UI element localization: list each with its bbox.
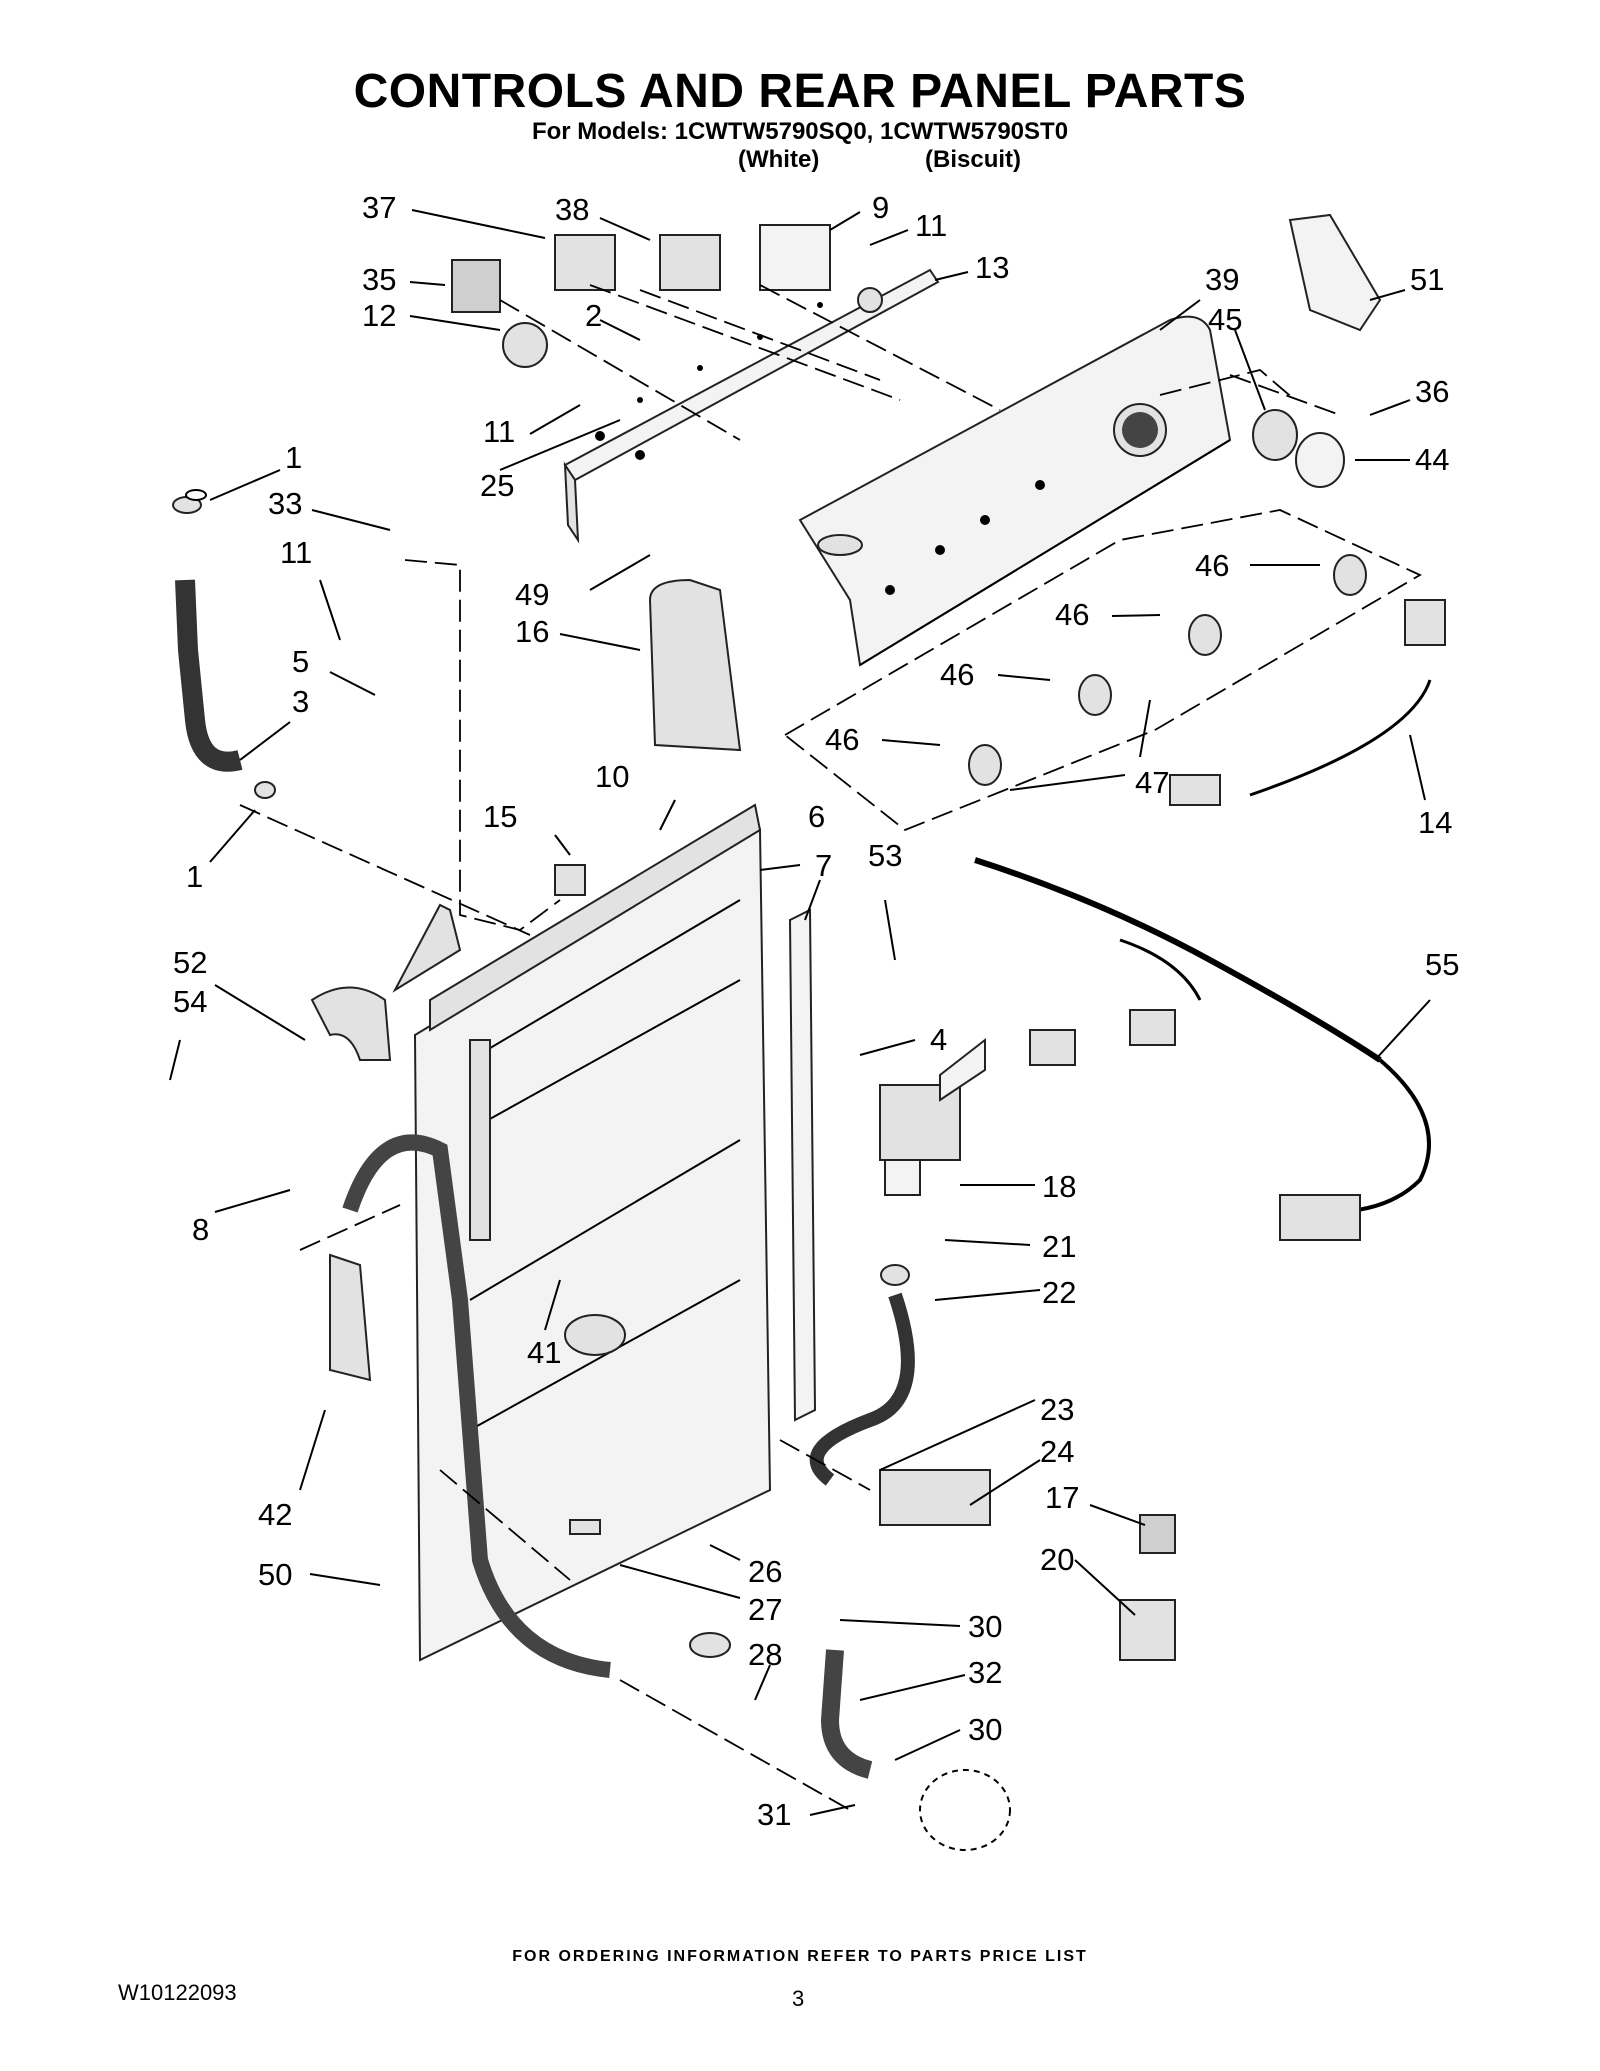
callout-13: 13 (975, 250, 1009, 285)
wiring-harness-part (974, 599, 1446, 1241)
callout-8: 8 (192, 1212, 209, 1247)
ordering-note: FOR ORDERING INFORMATION REFER TO PARTS … (512, 1948, 1088, 1965)
callout-7: 7 (815, 848, 832, 883)
callout-46-d: 46 (825, 722, 859, 757)
callout-12: 12 (362, 298, 396, 333)
pump-hose-part (820, 1649, 1011, 1851)
water-valve-part (879, 1084, 961, 1196)
callout-4: 4 (930, 1022, 947, 1057)
callout-21: 21 (1042, 1229, 1076, 1264)
side-rail-part (788, 908, 817, 1422)
color-biscuit-label: (Biscuit) (925, 146, 1021, 173)
callout-49: 49 (515, 577, 549, 612)
callout-26: 26 (748, 1554, 782, 1589)
callout-35: 35 (362, 262, 396, 297)
callout-27: 27 (748, 1592, 782, 1627)
callout-47: 47 (1135, 765, 1169, 800)
callout-42: 42 (258, 1497, 292, 1532)
callout-37: 37 (362, 190, 396, 225)
callout-6: 6 (808, 799, 825, 834)
callout-25: 25 (480, 468, 514, 503)
callout-1-top: 1 (285, 440, 302, 475)
drain-hose-part (342, 1134, 611, 1678)
callout-labels: 37 38 9 11 13 35 2 12 11 25 39 45 51 36 … (173, 190, 1459, 1832)
callout-16: 16 (515, 614, 549, 649)
page-title: CONTROLS AND REAR PANEL PARTS (353, 65, 1247, 118)
callout-46-b: 46 (1055, 597, 1089, 632)
callout-50: 50 (258, 1557, 292, 1592)
callout-33: 33 (268, 486, 302, 521)
control-bracket-part (563, 268, 940, 544)
callout-52: 52 (173, 945, 207, 980)
callout-30-top: 30 (968, 1609, 1002, 1644)
rear-panel-part (413, 803, 772, 1662)
callout-5: 5 (292, 644, 309, 679)
callout-31: 31 (757, 1797, 791, 1832)
leader-lines (169, 209, 1431, 1816)
callout-54: 54 (173, 984, 207, 1019)
callout-36: 36 (1415, 374, 1449, 409)
callout-11-top: 11 (915, 208, 947, 243)
callout-55: 55 (1425, 947, 1459, 982)
callout-38: 38 (555, 192, 589, 227)
control-switches-part (451, 224, 831, 368)
callout-32: 32 (968, 1655, 1002, 1690)
model-numbers: For Models: 1CWTW5790SQ0, 1CWTW5790ST0 (531, 118, 1069, 145)
callout-46-c: 46 (940, 657, 974, 692)
callout-24: 24 (1040, 1434, 1074, 1469)
callout-39: 39 (1205, 262, 1239, 297)
callout-53: 53 (868, 838, 902, 873)
callout-22: 22 (1042, 1275, 1076, 1310)
callout-2: 2 (585, 298, 602, 333)
callout-46-a: 46 (1195, 548, 1229, 583)
callout-9: 9 (872, 190, 889, 225)
page-number: 3 (792, 1986, 805, 2011)
callout-3: 3 (292, 684, 309, 719)
callout-18: 18 (1042, 1169, 1076, 1204)
callout-15: 15 (483, 799, 517, 834)
knobs-part (968, 409, 1367, 786)
callout-10: 10 (595, 759, 629, 794)
callout-1-left: 1 (186, 859, 203, 894)
assembly-dashed-lines (239, 284, 1422, 1811)
color-white-label: (White) (738, 146, 820, 173)
callout-41: 41 (527, 1335, 561, 1370)
document-number: W10122093 (118, 1980, 237, 2005)
hose-clips-part (879, 1037, 1176, 1661)
callout-20: 20 (1040, 1542, 1074, 1577)
callout-23: 23 (1040, 1392, 1074, 1427)
console-part (798, 315, 1232, 667)
inlet-elbow-part (172, 489, 276, 799)
console-end-cap-part (1288, 213, 1382, 332)
callout-11-mid: 11 (483, 414, 515, 449)
callout-17: 17 (1045, 1480, 1079, 1515)
timer-cover-part (648, 578, 742, 752)
callout-28: 28 (748, 1637, 782, 1672)
callout-45: 45 (1208, 302, 1242, 337)
callout-51: 51 (1410, 262, 1444, 297)
inlet-hose-part (809, 1264, 915, 1486)
misc-clips-part (310, 864, 731, 1658)
callout-30-bottom: 30 (968, 1712, 1002, 1747)
callout-44: 44 (1415, 442, 1449, 477)
callout-11-left: 11 (280, 535, 312, 570)
callout-14: 14 (1418, 805, 1452, 840)
